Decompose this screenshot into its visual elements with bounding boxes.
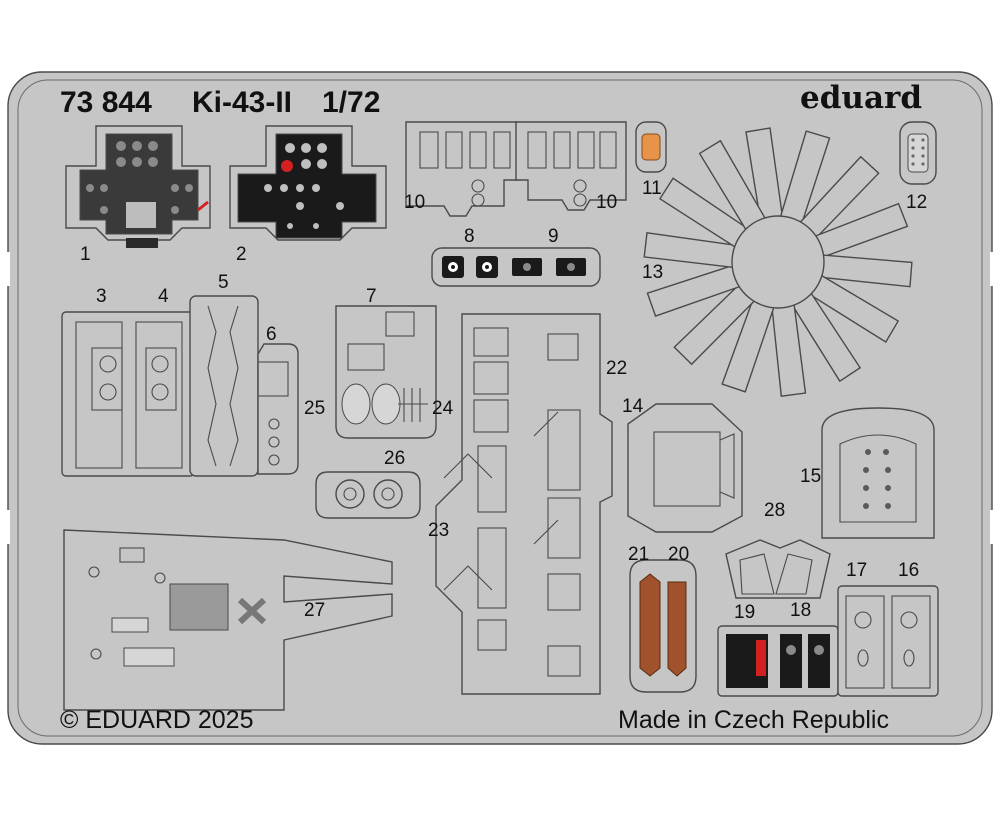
part-28 <box>725 539 831 599</box>
part-label: 26 <box>384 448 406 469</box>
part-15 <box>821 407 935 539</box>
part-27 <box>63 529 393 711</box>
part-label: 22 <box>606 358 628 379</box>
parts-20-21-belts <box>629 559 697 693</box>
part-label: 28 <box>764 500 786 521</box>
fret-model: Ki-43-II <box>192 86 293 119</box>
part-10-right <box>515 121 627 211</box>
part-13-engine-star <box>643 127 913 397</box>
part-label: 21 <box>628 544 650 565</box>
parts-16-17 <box>837 585 939 697</box>
part-label: 10 <box>596 192 618 213</box>
part-label: 3 <box>96 286 107 307</box>
fret-scale: 1/72 <box>322 86 381 119</box>
part-5 <box>189 295 259 477</box>
parts-8-9-strip <box>431 247 601 287</box>
parts-18-19 <box>717 625 839 697</box>
part-label: 18 <box>790 600 812 621</box>
part-label: 1 <box>80 244 91 265</box>
part-11 <box>635 121 667 173</box>
part-label: 14 <box>622 396 644 417</box>
part-label: 10 <box>404 192 426 213</box>
part-label: 24 <box>432 398 454 419</box>
part-label: 27 <box>304 600 326 621</box>
part-label: 25 <box>304 398 326 419</box>
part-2-instrument-panel <box>229 125 387 241</box>
fret-frame-inner <box>17 79 983 737</box>
origin-text: Made in Czech Republic <box>618 706 889 734</box>
part-label: 9 <box>548 226 559 247</box>
part-1-instrument-panel <box>65 125 211 248</box>
part-label: 4 <box>158 286 169 307</box>
part-label: 23 <box>428 520 450 541</box>
part-12 <box>899 121 937 185</box>
part-label: 17 <box>846 560 868 581</box>
parts-22-23 <box>435 313 613 695</box>
part-label: 6 <box>266 324 277 345</box>
parts-3-4 <box>61 311 195 477</box>
parts-7-24-25 <box>335 305 437 439</box>
part-6 <box>257 343 299 475</box>
part-14 <box>627 403 743 533</box>
part-label: 12 <box>906 192 928 213</box>
part-label: 8 <box>464 226 475 247</box>
part-label: 11 <box>642 178 662 199</box>
part-26 <box>315 471 421 519</box>
part-label: 5 <box>218 272 229 293</box>
part-label: 2 <box>236 244 247 265</box>
part-label: 7 <box>366 286 377 307</box>
part-label: 20 <box>668 544 690 565</box>
fret-code: 73 844 <box>60 86 152 119</box>
brand-logo: eduard <box>800 80 923 116</box>
part-label: 19 <box>734 602 756 623</box>
part-label: 15 <box>800 466 822 487</box>
part-label: 13 <box>642 262 664 283</box>
part-label: 16 <box>898 560 920 581</box>
copyright-text: © EDUARD 2025 <box>60 706 254 734</box>
